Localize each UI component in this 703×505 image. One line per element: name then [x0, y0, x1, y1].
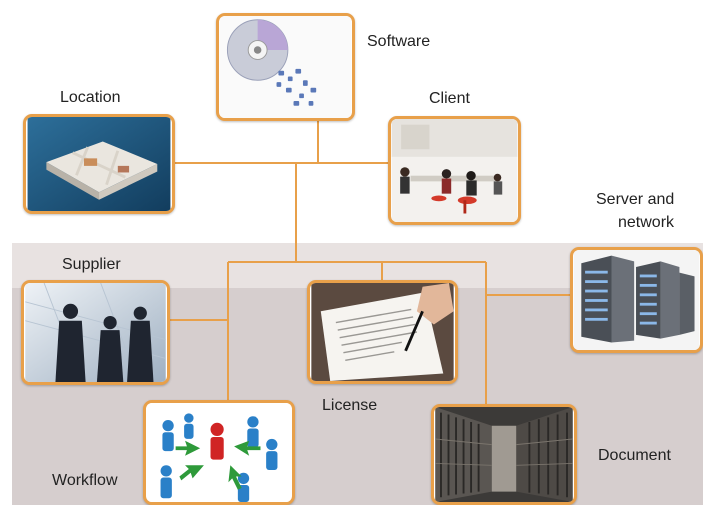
label-workflow: Workflow	[52, 472, 118, 489]
people-network-icon	[147, 403, 291, 502]
office-people-icon	[391, 119, 518, 222]
software-cd-icon	[219, 16, 352, 118]
node-workflow	[143, 400, 295, 505]
label-license: License	[322, 397, 378, 414]
server-rack-icon	[573, 250, 700, 350]
business-people-icon	[25, 283, 166, 382]
label-server-line-2: network	[618, 214, 675, 231]
node-supplier	[21, 280, 170, 385]
node-software	[216, 13, 355, 121]
node-license	[307, 280, 458, 384]
label-location: Location	[60, 89, 121, 106]
label-client: Client	[429, 90, 470, 107]
node-server	[570, 247, 703, 353]
node-location	[23, 114, 175, 214]
node-client	[388, 116, 521, 225]
contract-signing-icon	[311, 283, 454, 381]
label-server: Server and network	[596, 190, 674, 233]
label-software: Software	[367, 33, 431, 50]
label-supplier: Supplier	[62, 256, 121, 273]
node-document	[431, 404, 577, 505]
document-archive-icon	[435, 407, 573, 502]
label-document: Document	[598, 447, 671, 464]
building-floorplan-icon	[27, 117, 171, 211]
label-server-line-1: Server and	[596, 191, 675, 208]
